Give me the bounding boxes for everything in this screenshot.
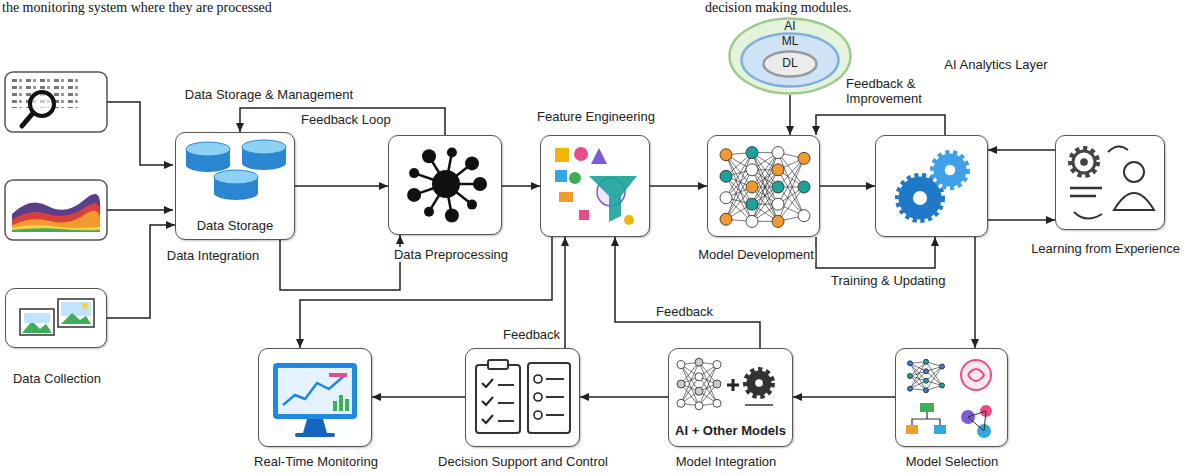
node-caption: Feature Engineering bbox=[536, 109, 656, 124]
node-caption: Model Development bbox=[697, 247, 815, 262]
flow-arrow bbox=[816, 237, 935, 268]
icon-illustration bbox=[1056, 136, 1166, 231]
node-label: DL bbox=[782, 56, 797, 71]
flow-arrow bbox=[793, 396, 895, 398]
node-label: ML bbox=[782, 34, 799, 49]
icon-illustration bbox=[876, 136, 989, 238]
node-label: Data Storage bbox=[197, 218, 274, 233]
flow-arrow bbox=[564, 237, 566, 348]
decision-box: Decision Support and Control bbox=[465, 348, 580, 447]
node-caption: Real-Time Monitoring bbox=[253, 454, 379, 469]
edge-label: Feedback bbox=[655, 304, 714, 319]
icon-illustration bbox=[389, 136, 503, 236]
learning-box: Learning from Experience bbox=[1055, 135, 1165, 230]
flow-arrow bbox=[240, 108, 445, 135]
node-caption: Model Integration bbox=[675, 454, 777, 469]
text-fragment: decision making modules. bbox=[705, 0, 852, 15]
text-fragment: the monitoring system where they are pro… bbox=[2, 0, 272, 15]
node-caption: Data Integration bbox=[166, 248, 261, 263]
node-label: AI bbox=[784, 19, 795, 34]
icon-illustration bbox=[466, 349, 580, 448]
flow-arrow bbox=[280, 235, 400, 290]
icon-illustration bbox=[896, 349, 1009, 448]
node-caption: Data Storage & Management bbox=[184, 87, 354, 102]
flow-arrow bbox=[107, 225, 175, 318]
flow-arrow bbox=[988, 149, 1055, 151]
flow-arrow bbox=[502, 185, 540, 187]
icon-illustration bbox=[6, 289, 108, 349]
flow-arrow bbox=[650, 185, 707, 187]
edge-label: Training & Updating bbox=[830, 273, 946, 288]
analytics-box: AI Analytics Layer bbox=[875, 135, 988, 237]
data-collection-box: Data Collection bbox=[5, 288, 107, 348]
edge-label: Feedback & Improvement bbox=[845, 76, 935, 106]
icon-illustration bbox=[259, 349, 371, 448]
node-label: AI + Other Models bbox=[675, 423, 786, 438]
flow-arrow bbox=[974, 237, 976, 348]
flow-arrow bbox=[580, 396, 668, 398]
flow-arrow bbox=[820, 185, 875, 187]
flow-arrow bbox=[789, 95, 791, 135]
data-storage-box: Data Storage & ManagementData StorageDat… bbox=[175, 132, 295, 240]
flow-arrow bbox=[295, 185, 388, 187]
node-caption: Model Selection bbox=[905, 454, 1000, 469]
flow-arrow bbox=[372, 396, 465, 398]
edge-label: Feedback Loop bbox=[300, 112, 392, 127]
dl-ellipse: DL bbox=[762, 50, 818, 78]
node-caption: Data Preprocessing bbox=[393, 247, 509, 262]
node-caption: Decision Support and Control bbox=[437, 454, 609, 469]
selection-box: Model Selection bbox=[895, 348, 1008, 447]
ml-ellipse: ML DL bbox=[740, 32, 840, 88]
edge-label: Feedback bbox=[502, 327, 561, 342]
flow-arrow bbox=[816, 115, 945, 135]
model-dev-box: Model Development bbox=[707, 135, 820, 237]
node-caption: Learning from Experience bbox=[1030, 241, 1181, 256]
preprocessing-box: Data Preprocessing bbox=[388, 135, 502, 235]
integration-box: AI + Other ModelsModel Integration bbox=[668, 348, 793, 447]
icon-illustration bbox=[708, 136, 821, 238]
monitoring-box: Real-Time Monitoring bbox=[258, 348, 372, 447]
flow-arrow bbox=[988, 219, 1055, 221]
node-caption: Data Collection bbox=[12, 371, 102, 386]
feature-box: Feature Engineering bbox=[540, 135, 650, 237]
node-caption: AI Analytics Layer bbox=[943, 57, 1048, 72]
ai-ellipse: AIML DL bbox=[728, 17, 852, 95]
icon-illustration bbox=[541, 136, 651, 238]
